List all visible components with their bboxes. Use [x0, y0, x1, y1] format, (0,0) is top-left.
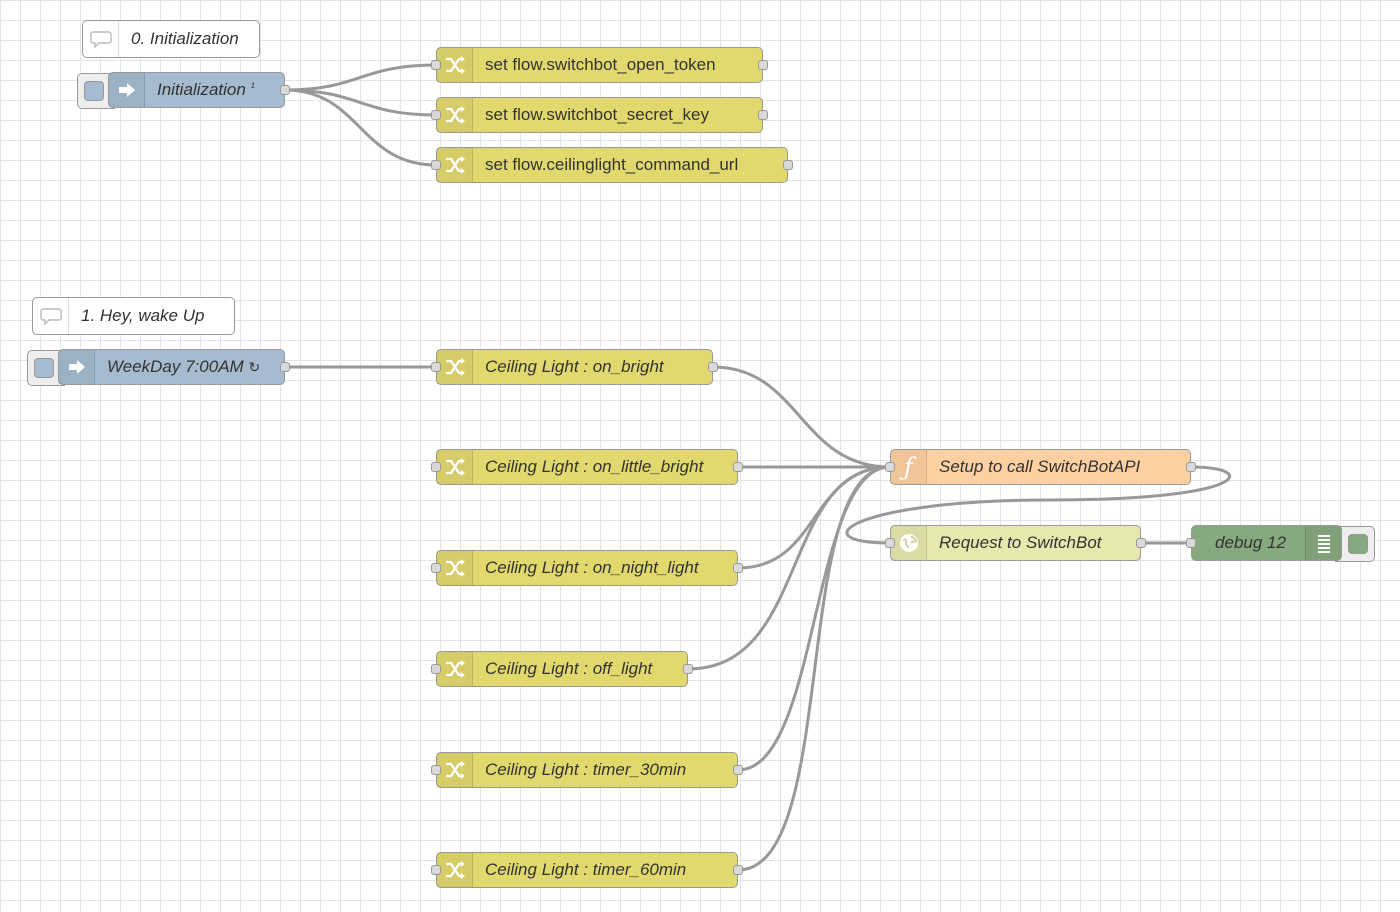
inject-label: Initialization: [157, 80, 246, 99]
http-label: Request to SwitchBot: [939, 533, 1102, 552]
globe-icon: [891, 526, 927, 560]
change-node-on-night-light[interactable]: Ceiling Light : on_night_light: [431, 550, 743, 586]
change-label: Ceiling Light : timer_60min: [485, 860, 687, 879]
shuffle-icon: [437, 450, 473, 484]
function-label: Setup to call SwitchBotAPI: [939, 457, 1141, 476]
output-port[interactable]: [683, 664, 693, 674]
inject-node-initialization[interactable]: Initialization ¹: [77, 72, 290, 109]
change-label: Ceiling Light : on_bright: [485, 357, 664, 376]
change-label: Ceiling Light : off_light: [485, 659, 653, 678]
comment-wake-up[interactable]: 1. Hey, wake Up: [32, 297, 235, 335]
change-label: Ceiling Light : on_little_bright: [485, 457, 704, 476]
shuffle-icon: [437, 350, 473, 384]
comment-label: 0. Initialization: [131, 29, 239, 48]
input-port[interactable]: [431, 362, 441, 372]
input-port[interactable]: [885, 462, 895, 472]
wire-function-to-http[interactable]: [845, 465, 1232, 545]
change-label: set flow.ceilinglight_command_url: [485, 155, 739, 174]
comment-label: 1. Hey, wake Up: [81, 306, 205, 325]
wire-timer-60min-to-function[interactable]: [737, 465, 891, 872]
input-port[interactable]: [431, 160, 441, 170]
wire-off-light-to-function[interactable]: [687, 465, 891, 671]
debug-node[interactable]: debug 12: [1186, 525, 1375, 562]
input-port[interactable]: [431, 110, 441, 120]
debug-label: debug 12: [1215, 533, 1286, 552]
shuffle-icon: [437, 853, 473, 887]
function-node-setup[interactable]: ƒ Setup to call SwitchBotAPI: [885, 449, 1196, 485]
input-port[interactable]: [1186, 538, 1196, 548]
change-node-secret-key[interactable]: set flow.switchbot_secret_key: [431, 97, 768, 133]
comment-initialization[interactable]: 0. Initialization: [82, 20, 260, 58]
output-port[interactable]: [1186, 462, 1196, 472]
output-port[interactable]: [783, 160, 793, 170]
repeat-icon: ↻: [248, 359, 261, 375]
output-port[interactable]: [758, 60, 768, 70]
wire-on-bright-to-function[interactable]: [712, 365, 891, 469]
shuffle-icon: [437, 148, 473, 182]
shuffle-icon: [437, 551, 473, 585]
input-port[interactable]: [885, 538, 895, 548]
output-port[interactable]: [733, 765, 743, 775]
inject-node-weekday[interactable]: WeekDay 7:00AM ↻: [27, 349, 290, 386]
input-port[interactable]: [431, 664, 441, 674]
output-port[interactable]: [1136, 538, 1146, 548]
arrow-right-icon: [109, 73, 145, 107]
change-node-command-url[interactable]: set flow.ceilinglight_command_url: [431, 147, 793, 183]
comment-icon: [83, 21, 119, 57]
wire-init-to-open-token[interactable]: [284, 63, 437, 92]
inject-label: WeekDay 7:00AM: [107, 357, 244, 376]
change-label: set flow.switchbot_secret_key: [485, 105, 709, 124]
change-node-off-light[interactable]: Ceiling Light : off_light: [431, 651, 693, 687]
change-node-open-token[interactable]: set flow.switchbot_open_token: [431, 47, 768, 83]
shuffle-icon: [437, 753, 473, 787]
output-port[interactable]: [708, 362, 718, 372]
change-label: Ceiling Light : on_night_light: [485, 558, 699, 577]
input-port[interactable]: [431, 462, 441, 472]
output-port[interactable]: [733, 563, 743, 573]
output-port[interactable]: [733, 865, 743, 875]
change-label: Ceiling Light : timer_30min: [485, 760, 687, 779]
http-request-node[interactable]: Request to SwitchBot: [885, 525, 1146, 561]
input-port[interactable]: [431, 765, 441, 775]
wire-timer-30min-to-function[interactable]: [737, 465, 891, 772]
change-node-timer-30min[interactable]: Ceiling Light : timer_30min: [431, 752, 743, 788]
debug-list-icon: [1305, 526, 1341, 560]
function-icon: ƒ: [891, 450, 927, 484]
shuffle-icon: [437, 48, 473, 82]
arrow-right-icon: [59, 350, 95, 384]
inject-badge: ¹: [250, 80, 255, 94]
change-node-timer-60min[interactable]: Ceiling Light : timer_60min: [431, 852, 743, 888]
shuffle-icon: [437, 652, 473, 686]
wire-init-to-command-url[interactable]: [284, 88, 437, 167]
input-port[interactable]: [431, 563, 441, 573]
output-port[interactable]: [758, 110, 768, 120]
output-port[interactable]: [280, 85, 290, 95]
output-port[interactable]: [280, 362, 290, 372]
input-port[interactable]: [431, 60, 441, 70]
input-port[interactable]: [431, 865, 441, 875]
change-label: set flow.switchbot_open_token: [485, 55, 716, 74]
wire-init-to-secret-key[interactable]: [284, 88, 437, 117]
output-port[interactable]: [733, 462, 743, 472]
shuffle-icon: [437, 98, 473, 132]
change-node-on-bright[interactable]: Ceiling Light : on_bright: [431, 349, 718, 385]
comment-icon: [33, 298, 69, 334]
change-node-on-little-bright[interactable]: Ceiling Light : on_little_bright: [431, 449, 743, 485]
wire-on-night-light-to-function[interactable]: [737, 465, 891, 570]
